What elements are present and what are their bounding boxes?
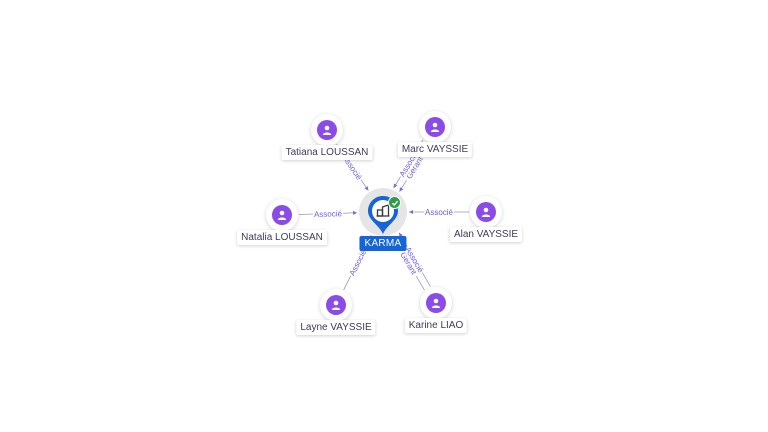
edge-label-alan: Associé — [425, 208, 454, 217]
person-name: Natalia LOUSSAN — [237, 230, 327, 245]
person-icon — [322, 125, 332, 135]
person-avatar — [320, 289, 352, 321]
person-icon — [481, 207, 491, 217]
edge-arrow-tatiana — [364, 186, 369, 191]
person-icon — [277, 210, 287, 220]
person-name: Marc VAYSSIE — [397, 142, 473, 157]
person-name: Karine LIAO — [404, 318, 468, 333]
edge-arrow-natalia — [352, 210, 358, 215]
person-avatar — [419, 111, 451, 143]
edge-label-bg — [402, 152, 427, 183]
edge-label-bg — [396, 247, 421, 279]
edge-label-bg — [346, 246, 369, 279]
edge-arrow-marc — [399, 187, 404, 192]
person-avatar — [311, 114, 343, 146]
person-icon — [430, 122, 440, 132]
person-avatar — [266, 199, 298, 231]
person-name: Tatiana LOUSSAN — [281, 145, 373, 160]
person-avatar — [470, 196, 502, 228]
person-name: Alan VAYSSIE — [449, 227, 523, 242]
edge-label-bg — [424, 207, 454, 217]
person-icon — [331, 300, 341, 310]
verified-badge — [388, 196, 401, 209]
check-icon — [391, 200, 398, 206]
edge-label-layne: Associé — [348, 248, 369, 278]
person-icon — [431, 298, 441, 308]
edge-label-natalia: Associé — [314, 209, 343, 219]
edge-label-bg — [312, 208, 344, 220]
edge-arrow-marc — [393, 183, 398, 188]
company-name-label: KARMA — [359, 236, 407, 251]
edge-arrow-alan — [409, 210, 413, 214]
building-icon — [376, 204, 390, 217]
person-name: Layne VAYSSIE — [296, 320, 376, 335]
edge-label-bg — [402, 244, 427, 276]
person-avatar — [420, 287, 452, 319]
